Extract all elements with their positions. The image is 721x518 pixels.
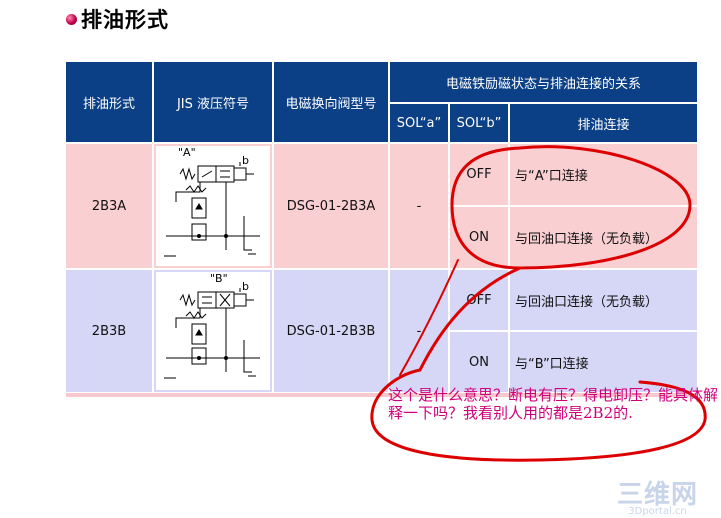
row-2b3a-state2-connect: 与回油口连接（无负载）: [510, 207, 697, 268]
header-drain-type: 排油形式: [66, 62, 152, 142]
watermark-url: 3Dportal.cn: [628, 506, 687, 517]
symbol-b-label: "B": [210, 272, 228, 285]
row-2b3a-type: 2B3A: [66, 144, 152, 268]
row-2b3b-state2-connect: 与“B”口连接: [510, 332, 697, 392]
header-sol-b: SOL“b”: [450, 104, 508, 142]
watermark: 三维网 3Dportal.cn: [617, 480, 699, 518]
symbol-a-b-label: b: [242, 154, 249, 167]
row-2b3b-type: 2B3B: [66, 270, 152, 392]
annotation-note: 这个是什么意思？断电有压？得电卸压？能具体解释一下吗？我看别人用的都是2B2的.: [388, 386, 719, 422]
row-2b3a-sol-a: -: [390, 144, 448, 268]
jis-symbol-2b3a: "A" b: [156, 146, 270, 266]
symbol-b-b-label: b: [242, 280, 249, 293]
hydraulic-symbol-a-icon: "A" b: [164, 146, 260, 257]
table-bottom-strip: [66, 393, 697, 397]
header-sol-a: SOL“a”: [390, 104, 448, 142]
hydraulic-symbol-b-icon: "B" b: [164, 272, 260, 379]
page-title: 排油形式: [81, 8, 169, 32]
row-2b3a-model: DSG-01-2B3A: [274, 144, 388, 268]
section-title: 排油形式: [66, 4, 169, 34]
header-jis-symbol: JIS 液压符号: [154, 62, 272, 142]
row-2b3b-state2-sol-b: ON: [450, 332, 508, 392]
bullet-icon: [66, 13, 77, 25]
header-valve-model: 电磁换向阀型号: [274, 62, 388, 142]
watermark-logo: 三维网: [617, 480, 699, 510]
jis-symbol-2b3b: "B" b: [156, 272, 270, 390]
symbol-a-label: "A": [178, 146, 196, 159]
row-2b3a-state1-sol-b: OFF: [450, 144, 508, 205]
header-drain-connection: 排油连接: [510, 104, 697, 142]
row-2b3b-model: DSG-01-2B3B: [274, 270, 388, 392]
drain-type-table: 排油形式 JIS 液压符号 电磁换向阀型号 电磁铁励磁状态与排油连接的关系 SO…: [66, 62, 697, 396]
header-relation: 电磁铁励磁状态与排油连接的关系: [390, 62, 697, 102]
row-2b3b-state1-connect: 与回油口连接（无负载）: [510, 270, 697, 330]
